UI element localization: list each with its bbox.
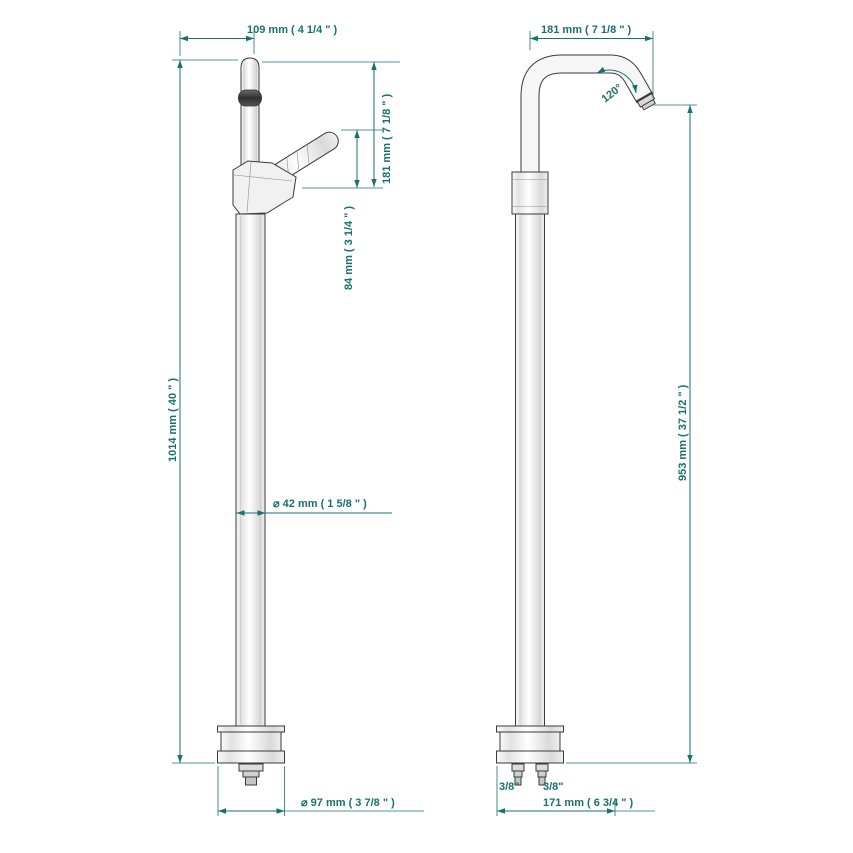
inlet-stub-part <box>514 776 522 786</box>
inlet-size-right-label: 3/8" <box>543 781 564 793</box>
dim-base-diameter: ⌀ 97 mm ( 3 7/8 " ) <box>217 766 424 816</box>
front-view-faucet <box>217 57 339 786</box>
valve-body <box>232 160 297 215</box>
dim-label-overall-height: 1014 mm ( 40 " ) <box>167 378 179 462</box>
inlet-stub-part <box>538 776 546 786</box>
inlet-stub-part <box>238 763 264 772</box>
valve-collar <box>511 171 549 215</box>
side-view-faucet <box>496 54 656 786</box>
inlet-stub-right <box>535 763 549 786</box>
dim-pipe-diameter: ⌀ 42 mm ( 1 5/8 " ) <box>236 498 392 516</box>
valve-facet-line <box>233 174 293 182</box>
floor-base <box>217 725 285 764</box>
inlet-stub-part <box>511 763 525 772</box>
spout-tube-fill <box>521 55 651 178</box>
inlet-stub-part <box>537 770 547 778</box>
dim-label-spout-angle: 120° <box>599 82 624 105</box>
handle-hatch <box>306 145 310 164</box>
inlet-size-left-label: 3/8" <box>499 781 520 793</box>
inlet-stub-part <box>245 776 257 786</box>
dim-top-offset: 109 mm ( 4 1/4 " ) <box>179 24 338 56</box>
dim-label-pipe-diameter: ⌀ 42 mm ( 1 5/8 " ) <box>273 498 367 510</box>
dim-label-base-diameter: ⌀ 97 mm ( 3 7/8 " ) <box>301 797 395 809</box>
floor-base <box>496 725 564 764</box>
handle-hatch <box>296 151 300 170</box>
inlet-size-labels: 3/8" 3/8" <box>499 781 564 793</box>
valve-facet-line <box>246 161 252 213</box>
dim-label-base-offset: 171 mm ( 6 3/4 " ) <box>543 797 634 809</box>
inlet-stub <box>238 763 264 786</box>
dim-outlet-height: 953 mm ( 37 1/2 " ) <box>566 104 697 764</box>
spout-riser <box>240 57 260 171</box>
inlet-stub-part <box>513 770 523 778</box>
dim-overall-height: 1014 mm ( 40 " ) <box>167 59 238 764</box>
dim-base-offset: 171 mm ( 6 3/4 " ) <box>496 766 655 816</box>
dim-label-outlet-height: 953 mm ( 37 1/2 " ) <box>677 384 689 481</box>
dim-spout-reach: 181 mm ( 7 1/8 " ) <box>529 24 654 98</box>
inlet-stub-part <box>535 763 549 772</box>
aerator-tip <box>641 99 656 111</box>
inlet-stub-part <box>242 770 260 778</box>
dim-label-top-offset: 109 mm ( 4 1/4 " ) <box>247 24 338 36</box>
dim-label-spout-height: 181 mm ( 7 1/8 " ) <box>381 93 393 184</box>
inlet-stub-left <box>511 763 525 786</box>
dim-handle-height: 84 mm ( 3 1/4 " ) <box>302 129 383 290</box>
dim-label-spout-reach: 181 mm ( 7 1/8 " ) <box>541 24 632 36</box>
dim-spout-height: 181 mm ( 7 1/8 " ) <box>262 61 400 187</box>
dim-label-handle-height: 84 mm ( 3 1/4 " ) <box>343 206 355 290</box>
spout-outlet-band <box>238 89 262 107</box>
